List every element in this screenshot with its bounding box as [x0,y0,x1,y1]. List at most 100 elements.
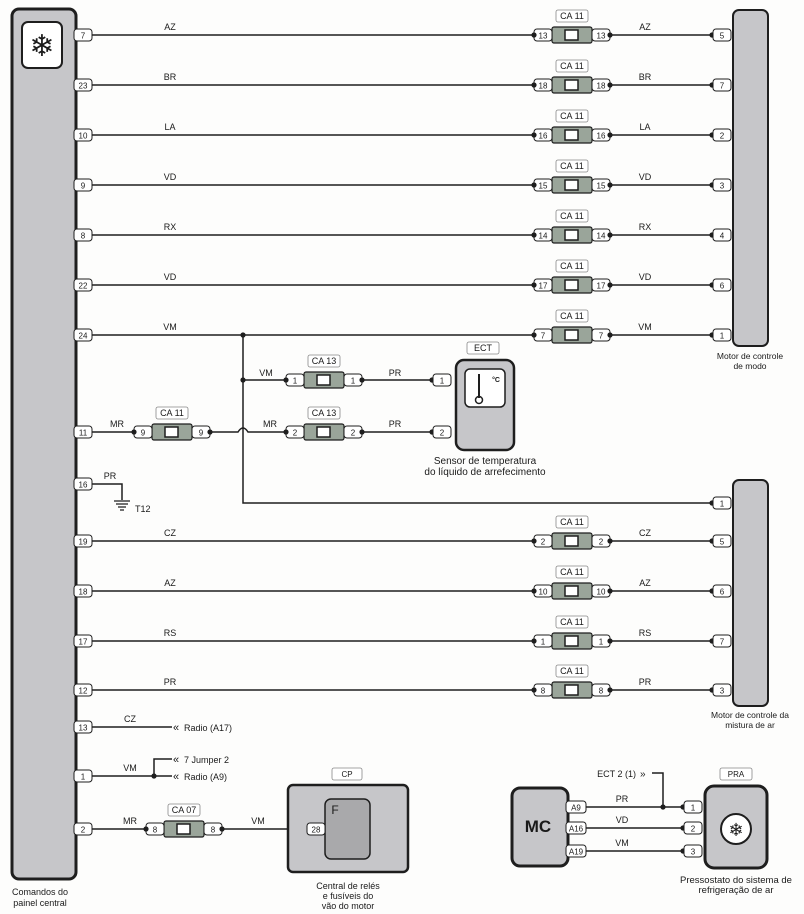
connector-ca11-9-pin-right: 9 [199,429,204,438]
motor-pin-5-box [712,28,732,42]
mc-pin-A19: A19 [569,848,584,857]
mc-label: MC [525,817,551,836]
wire-color-label: LA [164,122,175,132]
panel-pin-23: 23 [79,82,88,91]
wire-color-label: AZ [164,578,176,588]
ect-pin-2: 2 [440,429,445,438]
panel-pin-22: 22 [79,282,88,291]
connector-ca11-label: CA 11 [560,517,584,527]
connector-tag-box [555,664,589,678]
mode-motor-label-2: de modo [733,361,766,371]
pra-pin-2-box [683,821,703,835]
connector-ca13-2-pin-left: 2 [293,429,298,438]
connector-plug-icon [316,374,331,386]
ect2-link: ECT 2 (1) [597,769,636,779]
connector-ca11 [551,226,593,244]
ground-label: T12 [135,504,151,514]
wire [242,335,712,504]
arrow-in-icon: « [173,771,179,783]
wire-color-label: VM [259,368,273,378]
connector-ca11-label: CA 11 [560,666,584,676]
connector-ca11-pin-left: 15 [539,182,548,191]
wire [153,758,172,776]
mix-motor-pin-1: 1 [720,500,725,509]
ect-tag-box [466,341,500,355]
connector-ca11-label: CA 11 [560,617,584,627]
connector-ca11-label: CA 11 [560,211,584,221]
connector-ca11-pin-left: 16 [539,132,548,141]
wire-color-label: AZ [164,22,176,32]
connector-ca11-pin-left: 1 [541,638,546,647]
arrow-in-icon: « [173,722,179,734]
connector-ca11-pin-right: 15 [597,182,606,191]
wire-color-label: CZ [124,714,136,724]
junction-dot [531,332,537,338]
connector-plug-icon [316,426,331,438]
connector-ca11-label: CA 11 [560,261,584,271]
mode-motor-label: Motor de controle [717,351,783,361]
wire [652,772,664,807]
motor-pin-1: 1 [720,332,725,341]
connector-ca13-1-pin-left: 1 [293,377,298,386]
radio-a9-link: Radio (A9) [184,772,227,782]
wire-color-label: VD [164,272,177,282]
wire-color-label: AZ [639,578,651,588]
junction-dot [531,282,537,288]
motor-pin-7: 7 [720,82,725,91]
connector-ca11 [551,632,593,650]
connector-ca11-label: CA 11 [560,61,584,71]
fuse-pin-28: 28 [312,826,321,835]
connector-tag-box [307,354,341,368]
snowflake-icon: ❄ [29,30,54,63]
motor-pin-7-box [712,78,732,92]
junction-dot [531,32,537,38]
wire-color-label: BR [639,72,652,82]
motor-pin-5: 5 [720,32,725,41]
wire-color-label: VD [616,815,629,825]
wire [92,483,123,500]
junction-dot [283,429,289,435]
connector-ca07-pin-right: 8 [211,826,216,835]
wire-color-label: VD [639,272,652,282]
junction-dot [283,377,289,383]
snowflake-icon: ❄ [728,820,743,840]
ect-pin-2-box [432,425,452,439]
ect-unit: °C [492,376,500,384]
pra-pin-3: 3 [691,848,696,857]
wire-color-label: PR [104,471,117,481]
panel-pin-13: 13 [79,724,88,733]
motor-pin-6-box [712,584,732,598]
motor-pin-3: 3 [720,182,725,191]
motor-pin-6-box [712,278,732,292]
wire-color-label: PR [616,794,629,804]
wire-color-label: RS [639,628,652,638]
wire-color-label: PR [639,677,652,687]
wire-color-label: RX [164,222,177,232]
connector-ca11 [551,76,593,94]
connector-plug-icon [564,635,579,647]
wire-color-label: MR [263,419,277,429]
connector-ca13-2-pin-right: 2 [351,429,356,438]
connector-ca11 [551,26,593,44]
connector-ca11-pin-right: 14 [597,232,606,241]
pra-pin-2: 2 [691,825,696,834]
connector-plug-icon [564,129,579,141]
panel-pin-19: 19 [79,538,88,547]
connector-plug-icon [564,535,579,547]
connector-tag-box [555,159,589,173]
panel-pin-2: 2 [81,826,86,835]
pra-tag-box [719,767,753,781]
connector-ca11-pin-left: 10 [539,588,548,597]
connector-ca11-label: CA 11 [560,111,584,121]
arrow-out-icon: » [640,769,646,780]
pra-tag: PRA [728,770,745,779]
connector-ca11 [551,276,593,294]
pra-pin-3-box [683,844,703,858]
connector-ca11-pin-right: 18 [597,82,606,91]
connector-ca11-9-pin-left: 9 [141,429,146,438]
connector-ca07 [163,820,205,838]
connector-ca11-label: CA 11 [560,161,584,171]
connector-ca13-2 [303,423,345,441]
connector-tag-box [555,109,589,123]
snowflake-icon-frame [720,813,752,845]
